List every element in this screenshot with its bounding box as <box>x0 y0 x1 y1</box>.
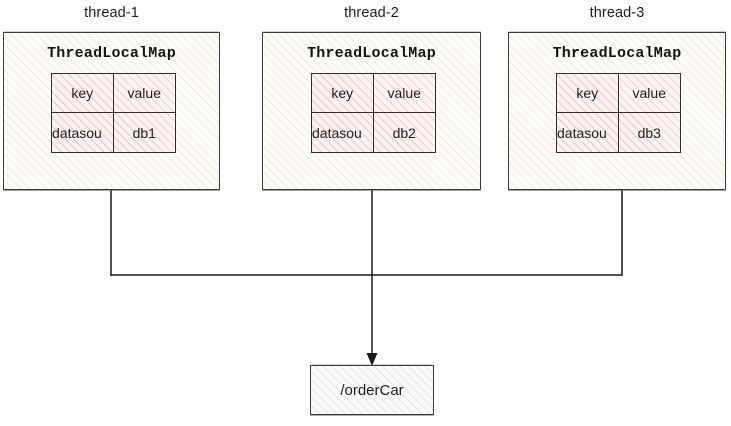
kv-header-key-2: key <box>312 74 374 112</box>
thread-title-2: thread-2 <box>344 5 399 21</box>
endpoint-box-ordercar[interactable]: /orderCar <box>310 365 434 415</box>
thread-title-3: thread-3 <box>589 5 645 21</box>
kv-header-row-3: key value <box>557 74 680 113</box>
kv-data-row-1: datasou db1 <box>52 113 175 152</box>
kv-header-value-1: value <box>127 85 161 101</box>
thread-title-1: thread-1 <box>84 5 139 21</box>
kv-cell-key-2: datasou <box>312 113 374 152</box>
map-heading-1: ThreadLocalMap <box>47 45 176 62</box>
kv-data-row-2: datasou db2 <box>312 113 435 152</box>
thread-box-3[interactable]: ThreadLocalMap key value datasou db3 <box>508 32 726 190</box>
kv-header-row-1: key value <box>52 74 175 113</box>
kv-cell-value-2: db2 <box>392 124 416 141</box>
kv-header-key-3: key <box>557 74 619 112</box>
kv-cell-value-3: db3 <box>637 124 661 141</box>
kv-cell-key-3: datasou <box>557 113 619 152</box>
thread-group-1: thread-1 ThreadLocalMap key value dataso… <box>3 4 220 190</box>
kv-table-1: key value datasou db1 <box>51 73 176 153</box>
kv-cell-value-1: db1 <box>132 124 156 141</box>
kv-header-key-1: key <box>52 74 114 112</box>
thread-group-3: thread-3 ThreadLocalMap key value dataso… <box>508 4 726 190</box>
thread-group-2: thread-2 ThreadLocalMap key value dataso… <box>262 4 481 190</box>
kv-table-2: key value datasou db2 <box>311 73 436 153</box>
thread-box-1[interactable]: ThreadLocalMap key value datasou db1 <box>3 32 220 190</box>
kv-cell-key-1: datasou <box>52 113 114 152</box>
kv-table-3: key value datasou db3 <box>556 73 681 153</box>
thread-box-2[interactable]: ThreadLocalMap key value datasou db2 <box>262 32 481 190</box>
map-heading-2: ThreadLocalMap <box>307 45 436 62</box>
kv-data-row-3: datasou db3 <box>557 113 680 152</box>
kv-header-row-2: key value <box>312 74 435 113</box>
map-heading-3: ThreadLocalMap <box>552 45 682 62</box>
kv-header-value-3: value <box>632 85 666 101</box>
kv-header-value-2: value <box>387 85 421 101</box>
endpoint-label: /orderCar <box>340 381 404 399</box>
